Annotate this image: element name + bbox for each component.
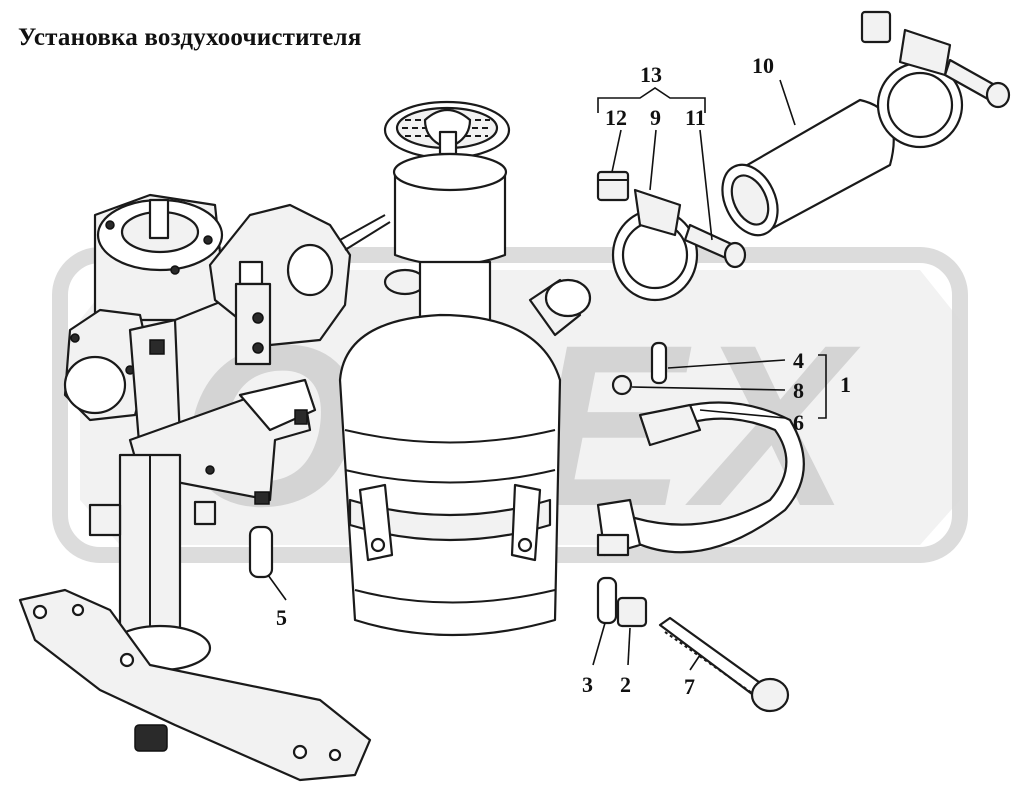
callout-2: 2	[620, 672, 631, 697]
callout-3: 3	[582, 672, 593, 697]
fasteners	[596, 576, 790, 713]
callout-5: 5	[276, 605, 287, 630]
callout-10: 10	[752, 53, 774, 78]
callout-4: 4	[793, 348, 804, 373]
hose-clamp	[860, 10, 1011, 149]
callout-6: 6	[793, 410, 804, 435]
support-column-assembly	[18, 193, 391, 782]
callout-lines	[267, 79, 827, 671]
callout-12: 12	[605, 105, 627, 130]
callout-13: 13	[640, 62, 662, 87]
callout-7: 7	[684, 674, 695, 699]
hose-10	[721, 98, 895, 237]
callout-numbers: 13 10 12 9 11 4 8 6 1 5 3 2 7	[276, 53, 851, 699]
callout-11: 11	[685, 105, 706, 130]
callout-8: 8	[793, 378, 804, 403]
air-cleaner-body	[338, 100, 592, 637]
page-title: Установка воздухоочистителя	[18, 24, 362, 51]
pin-5	[248, 525, 274, 579]
band-clamp-1	[596, 341, 805, 557]
clamp-assembly-13	[596, 170, 747, 302]
callout-1: 1	[840, 372, 851, 397]
callout-9: 9	[650, 105, 661, 130]
